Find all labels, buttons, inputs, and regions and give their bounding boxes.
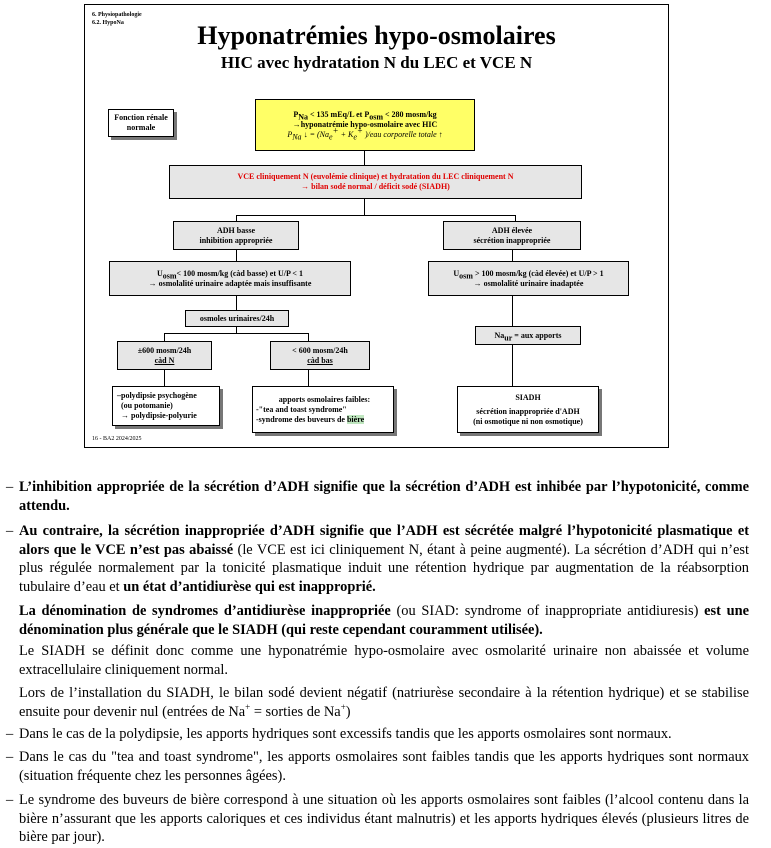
- osm-low-line1: < 600 mosm/24h: [292, 345, 348, 355]
- slide-title: Hyponatrémies hypo-osmolaires: [197, 21, 556, 50]
- connector: [308, 333, 310, 341]
- osm-normal-box: ±600 mosm/24h càd N: [117, 341, 212, 370]
- adh-low-line1: ADH basse: [216, 225, 255, 235]
- paragraph-6: –Dans le cas de la polydipsie, les appor…: [6, 726, 672, 742]
- breadcrumb-section: 6. Physiopathologie: [92, 12, 142, 18]
- slide-frame: 6. Physiopathologie 6.2. HypoNa Hyponatr…: [84, 4, 669, 448]
- adh-high-line2: sécrétion inappropriée: [473, 235, 551, 245]
- paragraph-5: Lors de l’installation du SIADH, le bila…: [19, 685, 749, 720]
- renal-line2: normale: [126, 123, 156, 132]
- siadh-line2: sécrétion inappropriée d'ADH: [476, 406, 580, 416]
- adh-high-box: ADH élevée sécrétion inappropriée: [443, 221, 581, 250]
- low-osmolar-intake-box: apports osmolaires faibles: -"tea and to…: [252, 386, 394, 433]
- connector: [164, 333, 309, 335]
- uosm-high-line2: → osmolalité urinaire inadaptée: [473, 278, 584, 288]
- polydipsia-line2: (ou potomanie): [121, 401, 173, 410]
- connector: [512, 345, 514, 386]
- connector: [512, 296, 514, 326]
- siadh-line3: (ni osmotique ni non osmotique): [473, 416, 583, 426]
- connector: [236, 296, 238, 310]
- connector: [236, 215, 516, 217]
- paragraph-2: –Au contraire, la sécrétion inappropriée…: [6, 523, 749, 595]
- vce-line1: VCE cliniquement N (euvolémie clinique) …: [237, 172, 514, 181]
- paragraph-8: –Le syndrome des buveurs de bière corres…: [6, 792, 749, 846]
- uosm-high-box: Uosm > 100 mosm/kg (càd élevée) et U/P >…: [428, 261, 629, 296]
- adh-high-line1: ADH élevée: [491, 225, 533, 235]
- uosm-low-line1: Uosm< 100 mosm/kg (càd basse) et U/P < 1: [156, 268, 303, 281]
- connector: [364, 199, 366, 215]
- uosm-low-line2: → osmolalité urinaire adaptée mais insuf…: [148, 278, 312, 288]
- siadh-line1: SIADH: [515, 392, 541, 402]
- osm-normal-line1: ±600 mosm/24h: [137, 345, 192, 355]
- formula-line: PNa ↓ = (Nae+ + Ke+ )/eau corporelle tot…: [287, 125, 443, 142]
- connector: [364, 151, 366, 165]
- paragraph-4: Le SIADH se définit donc comme une hypon…: [19, 643, 749, 678]
- adh-low-line2: inhibition appropriée: [199, 235, 273, 245]
- paragraph-3: La dénomination de syndromes d’antidiurè…: [19, 603, 749, 638]
- uosm-high-line1: Uosm > 100 mosm/kg (càd élevée) et U/P >…: [453, 268, 604, 281]
- polydipsia-line1: –polydipsie psychogène: [117, 391, 197, 400]
- polydipsia-line3: → polydipsie-polyurie: [121, 411, 197, 420]
- slide-footer: 16 - BA2 2024/2025: [92, 436, 142, 442]
- hyponatremia-definition-box: PNa < 135 mEq/L et Posm < 280 mosm/kg →h…: [255, 99, 475, 151]
- uosm-low-box: Uosm< 100 mosm/kg (càd basse) et U/P < 1…: [109, 261, 351, 296]
- low-intake-line1: apports osmolaires faibles:: [278, 394, 371, 404]
- renal-line1: Fonction rénale: [114, 113, 168, 122]
- siadh-box: SIADH sécrétion inappropriée d'ADH (ni o…: [457, 386, 599, 433]
- osm-low-box: < 600 mosm/24h càd bas: [270, 341, 370, 370]
- slide-subtitle: HIC avec hydratation N du LEC et VCE N: [220, 53, 533, 72]
- na-urinary-box: Naur = aux apports: [475, 326, 581, 345]
- connector: [515, 215, 517, 221]
- pna-line: PNa < 135 mEq/L et Posm < 280 mosm/kg: [293, 110, 437, 122]
- paragraph-7: –Dans le cas du "tea and toast syndrome"…: [6, 749, 749, 784]
- connector: [236, 327, 238, 333]
- connector: [164, 370, 166, 386]
- vce-line2: → bilan sodé normal / déficit sodé (SIAD…: [301, 182, 450, 191]
- adh-low-box: ADH basse inhibition appropriée: [173, 221, 299, 250]
- vce-box: VCE cliniquement N (euvolémie clinique) …: [169, 165, 582, 199]
- osm-normal-line2: càd N: [154, 355, 175, 365]
- connector: [512, 250, 514, 261]
- polydipsia-box: –polydipsie psychogène (ou potomanie) → …: [112, 386, 220, 426]
- na-urinary-line: Naur = aux apports: [494, 330, 562, 343]
- low-intake-line2: -"tea and toast syndrome": [256, 404, 347, 414]
- connector: [236, 215, 238, 221]
- urinary-osmoles-box: osmoles urinaires/24h: [185, 310, 289, 327]
- connector: [164, 333, 166, 341]
- breadcrumb-subsection: 6.2. HypoNa: [92, 20, 124, 26]
- osm-low-line2: càd bas: [307, 355, 333, 365]
- connector: [308, 370, 310, 386]
- paragraph-1: –L’inhibition appropriée de la sécrétion…: [6, 479, 749, 514]
- hic-line: →hyponatrémie hypo-osmolaire avec HIC: [292, 120, 438, 129]
- renal-function-box: Fonction rénale normale: [108, 109, 174, 137]
- low-intake-line3: -syndrome des buveurs de bière: [256, 414, 365, 424]
- connector: [236, 250, 238, 261]
